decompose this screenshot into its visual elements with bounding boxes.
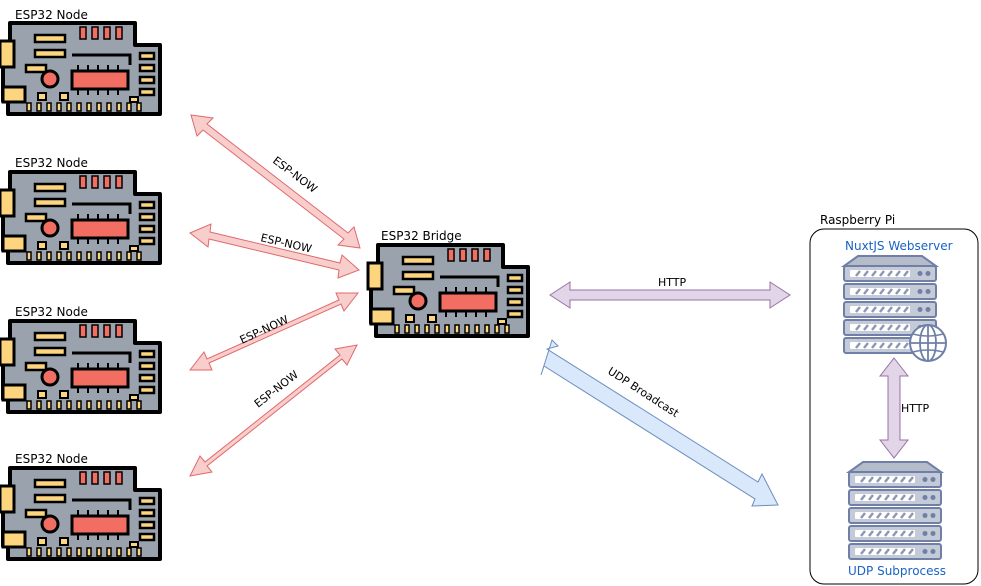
edge-node2-bridge [189, 223, 360, 279]
edge-label-node4: ESP-NOW [252, 368, 301, 410]
edge-label-node1: ESP-NOW [270, 154, 319, 196]
edge-node4-bridge [189, 344, 358, 477]
espnow-arrows [188, 114, 361, 477]
edge-bridge-udp [540, 339, 779, 507]
bridge-label: ESP32 Bridge [381, 229, 462, 243]
node-label-1: ESP32 Node [15, 8, 88, 22]
esp32-node-1-board-icon [0, 21, 162, 116]
esp32-node-2-board-icon [0, 170, 162, 265]
udp-subprocess-server-icon [847, 460, 943, 561]
edge-bridge-webserver [549, 281, 791, 309]
edge-label-http: HTTP [658, 276, 687, 289]
udp-subprocess-label: UDP Subprocess [848, 564, 947, 578]
node-label-2: ESP32 Node [15, 156, 88, 170]
esp32-bridge-board-icon [366, 243, 530, 338]
globe-icon [909, 324, 947, 362]
esp32-node-4-board-icon [0, 466, 162, 561]
webserver-label: NuxtJS Webserver [845, 239, 953, 253]
node-label-4: ESP32 Node [15, 452, 88, 466]
esp32-node-3-board-icon [0, 319, 162, 414]
node-label-3: ESP32 Node [15, 305, 88, 319]
edge-node1-bridge [190, 114, 361, 249]
edge-label-http-vertical: HTTP [901, 402, 930, 415]
edge-node3-bridge [188, 292, 360, 371]
raspberry-pi-label: Raspberry Pi [820, 213, 896, 227]
edge-webserver-udp [878, 357, 910, 459]
